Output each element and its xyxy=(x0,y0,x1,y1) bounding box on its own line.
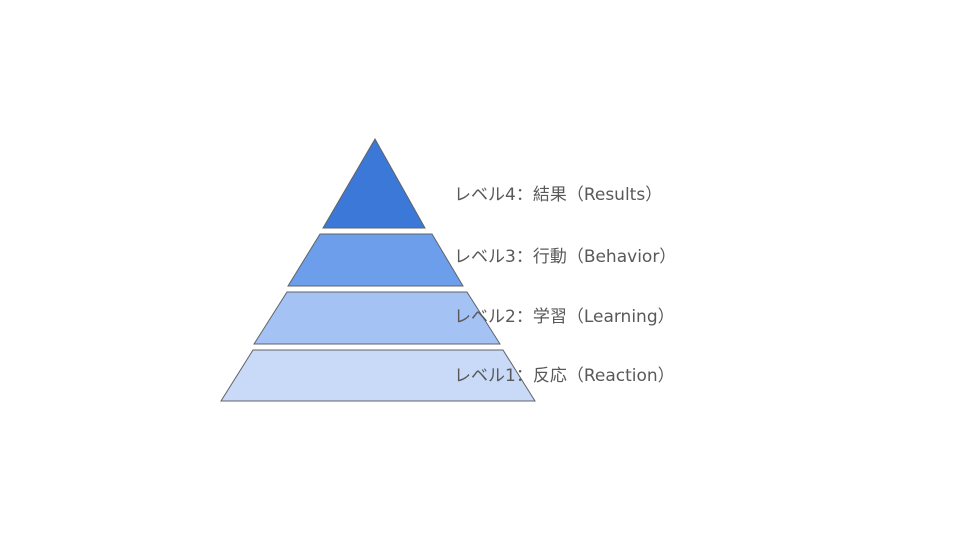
pyramid-tier-4 xyxy=(322,137,426,229)
level-1-label: レベル1：反応（Reaction） xyxy=(454,366,675,386)
level-4-label: レベル4：結果（Results） xyxy=(454,185,663,205)
pyramid-tier-1 xyxy=(220,349,536,402)
pyramid-tier-3 xyxy=(287,233,464,287)
level-2-label: レベル2：学習（Learning） xyxy=(454,307,675,327)
level-3-label: レベル3：行動（Behavior） xyxy=(454,247,677,267)
pyramid-tier-2 xyxy=(253,291,501,345)
